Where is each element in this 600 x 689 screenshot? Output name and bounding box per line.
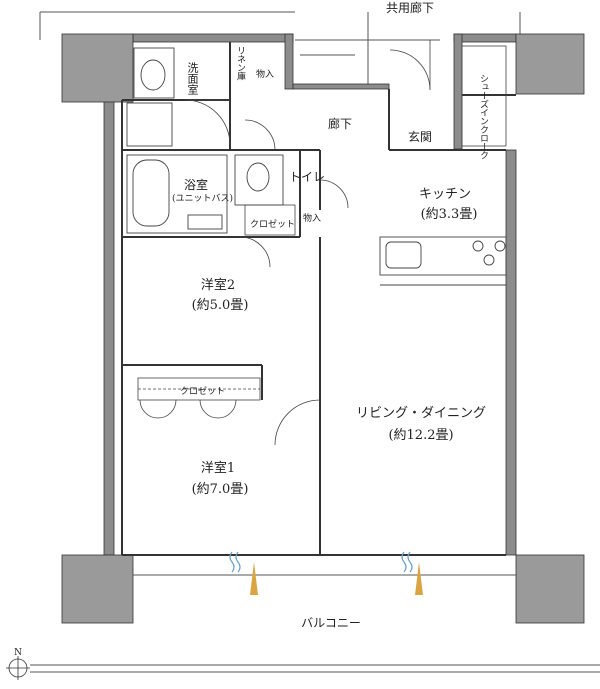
west2-name: 洋室2 [200, 278, 236, 293]
bath-label: 浴室 [184, 178, 209, 192]
compass-north-label: N [14, 648, 22, 658]
ldk-size: (約12.2畳) [388, 428, 454, 443]
shoes-in-closet-label: シューズインクローク [478, 74, 488, 159]
kitchen-name: キッチン [418, 187, 472, 202]
doors [184, 40, 431, 446]
airflow-symbol [229, 551, 413, 573]
closet-small-label: クロゼット [250, 220, 296, 230]
west1-size: (約7.0畳) [191, 482, 249, 497]
interior-walls [121, 42, 516, 556]
corridor-label: 共用廊下 [385, 1, 435, 15]
ldk-name: リビング・ダイニング [355, 406, 487, 421]
storage-top-label: 物入 [256, 70, 275, 80]
balcony-outline [30, 574, 600, 673]
hallway-label: 廊下 [328, 117, 353, 131]
toilet-label: トイレ [289, 170, 326, 184]
linen-label: リネン庫 [235, 46, 245, 80]
compass-icon [6, 656, 30, 680]
sun-symbol [250, 562, 423, 595]
kitchen-size: (約3.3畳) [420, 207, 478, 222]
fixtures [126, 47, 507, 286]
closet-big-label: クロゼット [180, 387, 226, 397]
washroom-label: 洗面室 [186, 62, 199, 95]
corridor-outline [39, 11, 521, 86]
closets [137, 45, 507, 419]
balcony-label: バルコニー [301, 616, 361, 630]
columns [61, 33, 585, 624]
entrance-label: 玄関 [408, 130, 433, 144]
exterior-walls [103, 33, 517, 556]
storage-mid-label: 物入 [303, 214, 322, 224]
west2-size: (約5.0畳) [191, 298, 249, 313]
bath-sub-label: (ユニットバス) [172, 194, 234, 204]
west1-name: 洋室1 [200, 461, 236, 476]
